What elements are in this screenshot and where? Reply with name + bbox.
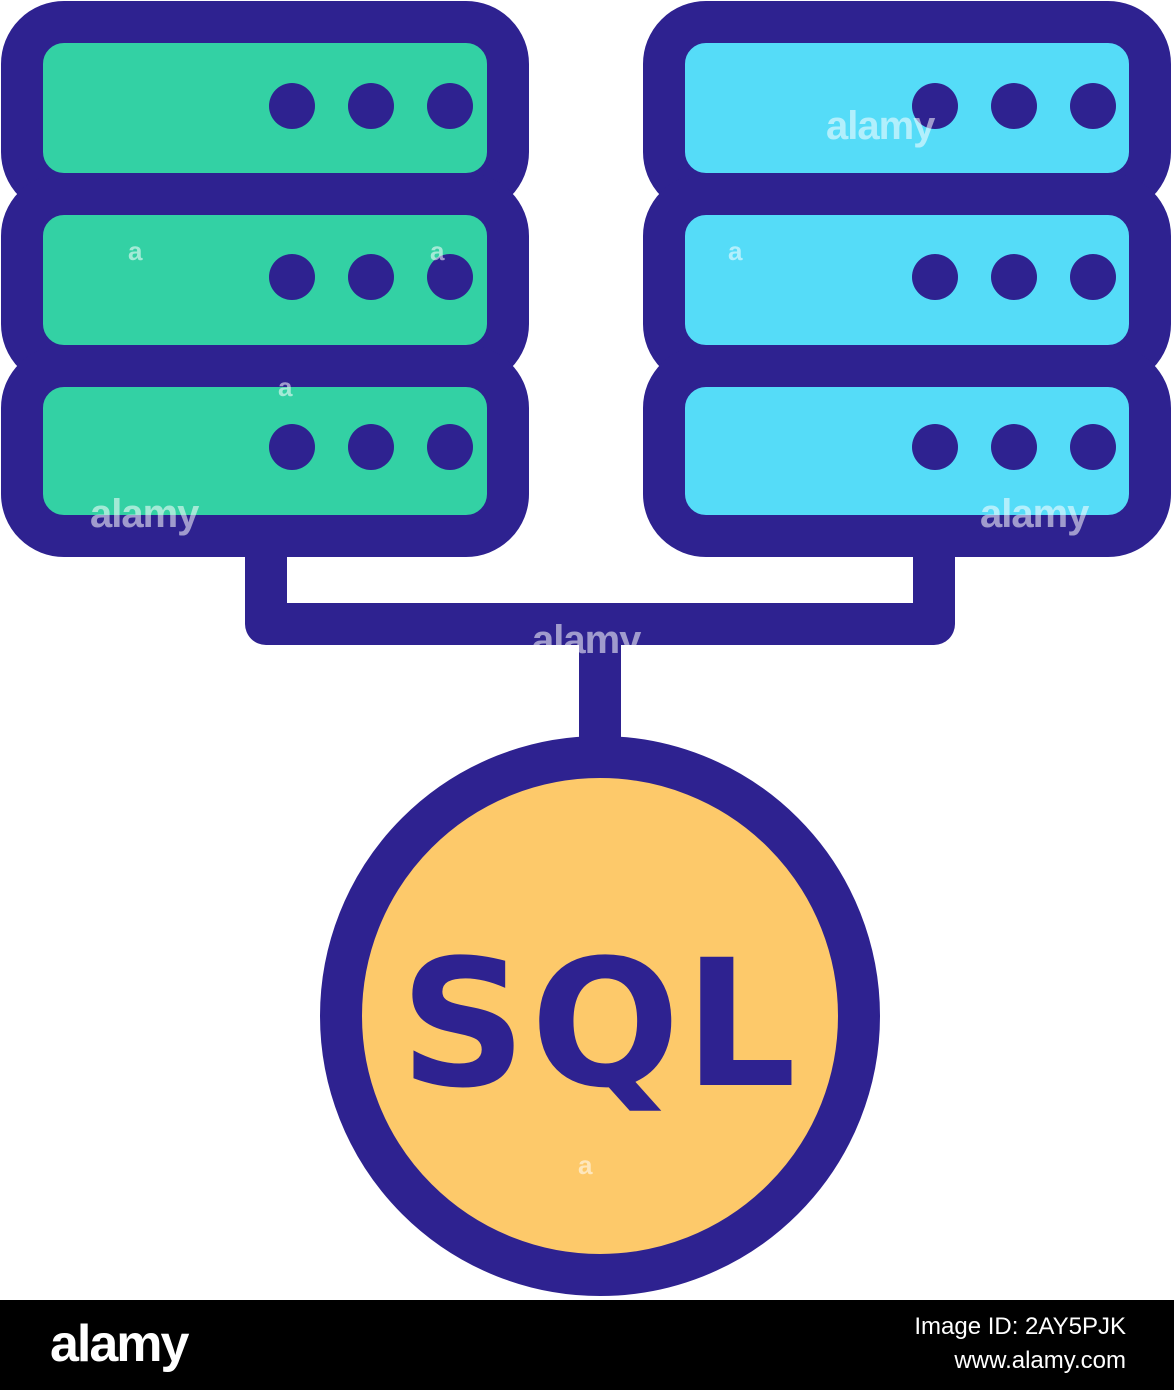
led-dot	[1070, 83, 1116, 129]
sql-database-illustration: SQL	[1, 1, 1171, 1296]
right-server-unit-3	[643, 345, 1171, 557]
led-dot	[427, 254, 473, 300]
led-dot	[348, 424, 394, 470]
led-dot	[348, 254, 394, 300]
led-dot	[912, 83, 958, 129]
right-server-stack-icon	[643, 1, 1171, 557]
led-dot	[269, 424, 315, 470]
led-dot	[427, 424, 473, 470]
led-dot	[427, 83, 473, 129]
sql-badge: SQL	[320, 736, 880, 1296]
led-dot	[991, 424, 1037, 470]
led-dot	[269, 83, 315, 129]
led-dot	[912, 254, 958, 300]
sql-circle	[320, 736, 880, 1296]
left-server-unit-3	[1, 345, 529, 557]
led-dot	[991, 83, 1037, 129]
site-url: www.alamy.com	[954, 1347, 1126, 1374]
led-dot	[991, 254, 1037, 300]
led-dot	[269, 254, 315, 300]
footer-logo: alamy	[50, 1315, 189, 1373]
left-server-stack-icon	[1, 1, 529, 557]
sql-label: SQL	[400, 922, 801, 1127]
led-dot	[912, 424, 958, 470]
led-dot	[1070, 254, 1116, 300]
led-dot	[1070, 424, 1116, 470]
led-dot	[348, 83, 394, 129]
footer-bar: alamy Image ID: 2AY5PJK www.alamy.com	[0, 1300, 1174, 1390]
connector-lines	[245, 555, 955, 758]
image-id-label: Image ID: 2AY5PJK	[914, 1313, 1126, 1340]
